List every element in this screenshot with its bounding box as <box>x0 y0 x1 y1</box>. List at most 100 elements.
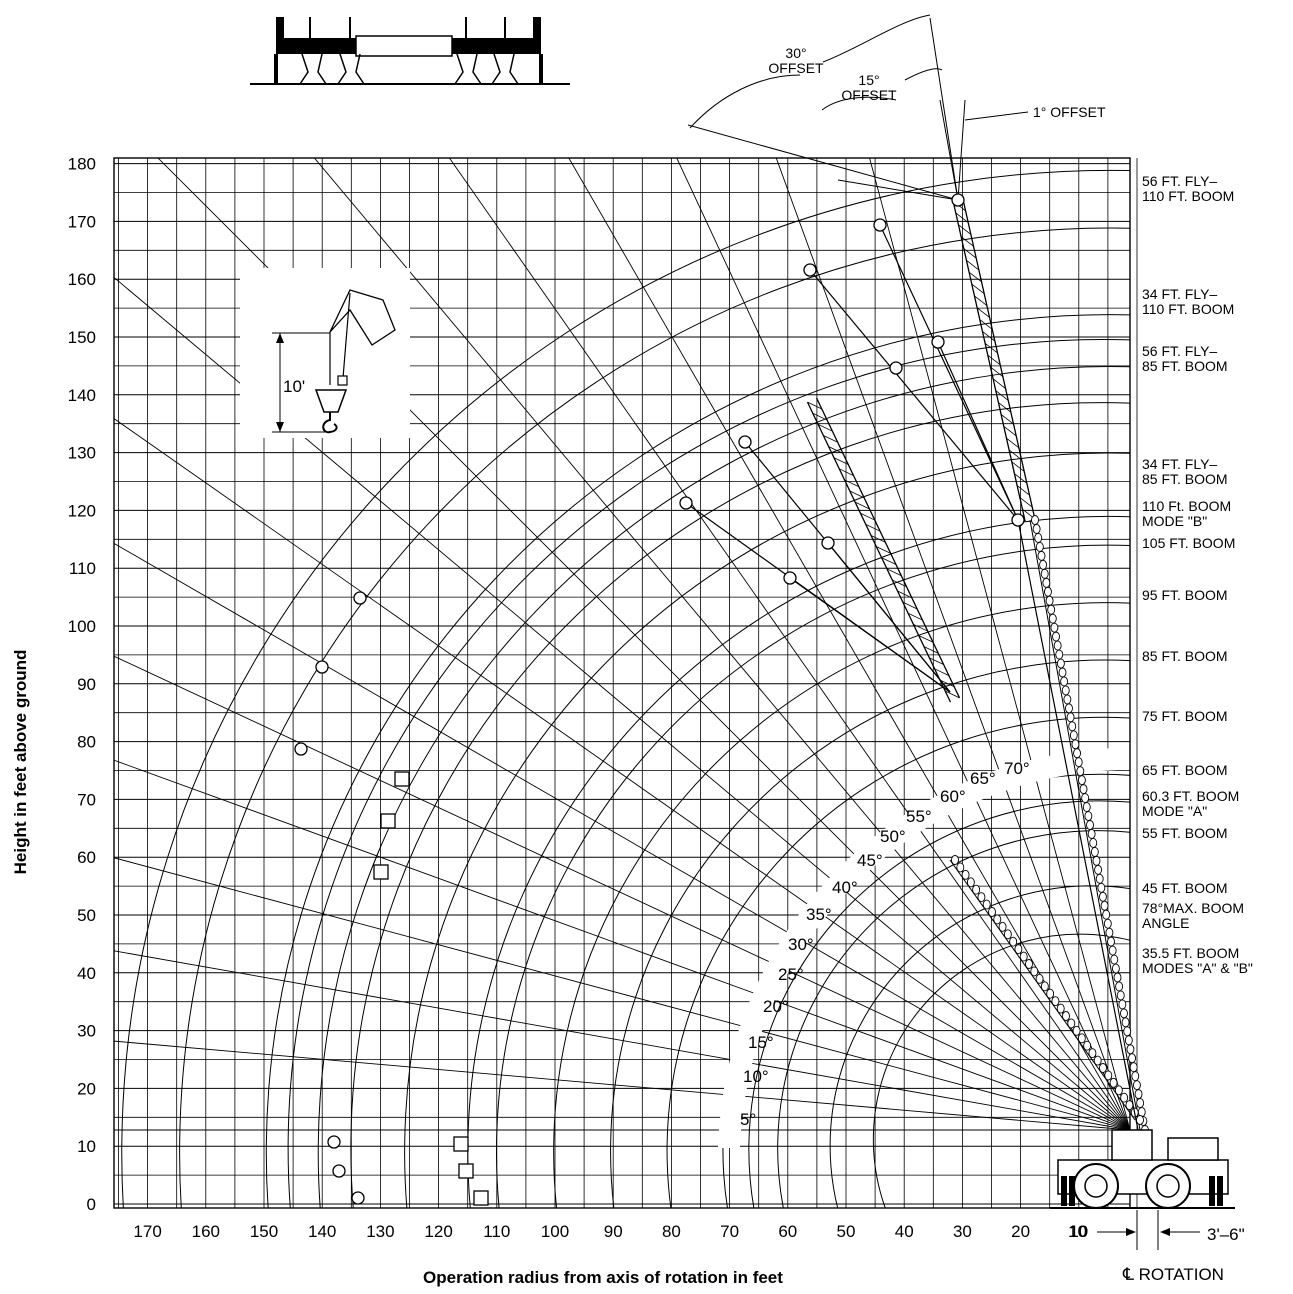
radius-marker-circle <box>783 571 797 585</box>
angle-label: 45° <box>857 851 883 870</box>
x-tick-label: 170 <box>133 1222 161 1241</box>
x-tick-label: 50 <box>837 1222 856 1241</box>
boom-arc <box>748 800 1130 1208</box>
y-tick-label: 60 <box>77 848 96 867</box>
plot-frame <box>113 157 1131 1209</box>
boom-arcs <box>121 169 1130 1208</box>
crane-carrier-illustration <box>1050 1129 1235 1209</box>
radius-marker-circle <box>327 1135 341 1149</box>
boom-length-label-line: 85 FT. BOOM <box>1142 358 1228 374</box>
boom-arc <box>829 885 1130 1208</box>
x-tick-label: 110 <box>483 1222 510 1241</box>
radius-marker-circle <box>353 591 367 605</box>
rotation-centerline-label: ℄ ROTATION <box>1122 1265 1224 1284</box>
rotation-annotation: 10 3'–6" ℄ ROTATION <box>1068 1210 1245 1284</box>
y-tick-label: 160 <box>68 270 96 289</box>
y-tick-label: 80 <box>77 733 96 752</box>
inset-height-label: 10' <box>283 377 305 396</box>
radius-marker-square <box>473 1190 489 1206</box>
offset-label-line: 1° OFFSET <box>1033 104 1106 120</box>
boom-length-label-line: 110 FT. BOOM <box>1142 188 1234 204</box>
boom-length-label: 56 FT. FLY–110 FT. BOOM <box>1142 173 1234 204</box>
angle-rays <box>114 158 1130 1131</box>
angle-ray <box>114 857 1130 1131</box>
hook-block-inset: 10' <box>240 268 410 438</box>
boom-length-label: 55 FT. BOOM <box>1142 825 1228 841</box>
boom-length-label-line: 105 FT. BOOM <box>1142 535 1235 551</box>
angle-label: 30° <box>788 935 814 954</box>
radius-marker-circle <box>294 742 308 756</box>
boom-length-label-line: 85 FT. BOOM <box>1142 471 1228 487</box>
boom-length-label-line: 110 FT. BOOM <box>1142 301 1234 317</box>
radius-marker-circle <box>931 335 945 349</box>
radius-marker-circle <box>951 193 965 207</box>
x-tick-label: 90 <box>604 1222 623 1241</box>
boom-length-label-line: 78°MAX. BOOM <box>1142 900 1244 916</box>
y-tick-label: 120 <box>68 501 96 520</box>
y-tick-label: 50 <box>77 906 96 925</box>
y-tick-label: 140 <box>68 386 96 405</box>
fly-arc <box>287 338 1130 1208</box>
angle-ray <box>114 759 1130 1131</box>
x-tick-label: 130 <box>366 1222 394 1241</box>
boom-length-label: 45 FT. BOOM <box>1142 880 1228 896</box>
radius-marker-circle <box>873 218 887 232</box>
angle-label: 35° <box>806 905 832 924</box>
boom-length-label: 56 FT. FLY–85 FT. BOOM <box>1142 343 1228 374</box>
angle-label: 40° <box>832 878 858 897</box>
boom-length-label-line: 95 FT. BOOM <box>1142 587 1228 603</box>
offset-label-line: OFFSET <box>841 87 897 103</box>
angle-ray <box>676 158 1130 1131</box>
boom-length-label-line: 110 Ft. BOOM <box>1142 498 1231 514</box>
x-tick-label: 20 <box>1011 1222 1030 1241</box>
rotation-ten-label: 10 <box>1068 1222 1087 1241</box>
offset-label-line: 30° <box>785 45 806 61</box>
jib-markers <box>294 193 1025 1206</box>
radius-marker-circle <box>351 1191 365 1205</box>
boom-length-label-line: MODE "A" <box>1142 803 1207 819</box>
boom-length-label: 75 FT. BOOM <box>1142 708 1228 724</box>
boom-length-label: 95 FT. BOOM <box>1142 587 1228 603</box>
x-tick-label: 120 <box>424 1222 452 1241</box>
fly-arc <box>350 402 1130 1208</box>
boom-length-label: 105 FT. BOOM <box>1142 535 1235 551</box>
boom-length-label-line: 35.5 FT. BOOM <box>1142 945 1239 961</box>
boom-length-label: 65 FT. BOOM <box>1142 762 1228 778</box>
x-tick-label: 60 <box>778 1222 797 1241</box>
y-tick-label: 30 <box>77 1022 96 1041</box>
boom-arc <box>317 366 1130 1208</box>
boom-arc <box>179 227 1130 1208</box>
x-tick-label: 80 <box>662 1222 681 1241</box>
y-axis-title: Height in feet above ground <box>11 650 30 875</box>
boom-length-label: 34 FT. FLY–85 FT. BOOM <box>1142 456 1228 487</box>
angle-ray <box>114 276 1130 1131</box>
boom-length-label-line: 56 FT. FLY– <box>1142 343 1217 359</box>
radius-marker-square <box>380 813 396 829</box>
x-tick-label: 140 <box>308 1222 336 1241</box>
angle-label: 5° <box>740 1110 756 1129</box>
angle-ray <box>157 158 1130 1131</box>
angle-ray <box>775 158 1130 1131</box>
offset-label-line: OFFSET <box>768 60 824 76</box>
boom-length-label-line: 45 FT. BOOM <box>1142 880 1228 896</box>
radius-marker-square <box>394 771 410 787</box>
y-tick-label: 70 <box>77 790 96 809</box>
y-tick-label: 20 <box>77 1079 96 1098</box>
angle-label: 60° <box>940 787 966 806</box>
rotation-tail-label: 3'–6" <box>1207 1225 1245 1244</box>
boom-arc <box>496 544 1130 1208</box>
boom-length-label: 85 FT. BOOM <box>1142 648 1228 664</box>
radius-marker-square <box>373 864 389 880</box>
boom-length-label-line: 56 FT. FLY– <box>1142 173 1217 189</box>
boom-length-label-line: 65 FT. BOOM <box>1142 762 1228 778</box>
boom-arc <box>467 515 1130 1208</box>
outrigger-illustration <box>250 17 570 85</box>
radius-marker-circle <box>821 536 835 550</box>
angle-ray <box>114 655 1130 1131</box>
boom-arc <box>777 830 1130 1208</box>
y-tick-label: 10 <box>77 1137 96 1156</box>
